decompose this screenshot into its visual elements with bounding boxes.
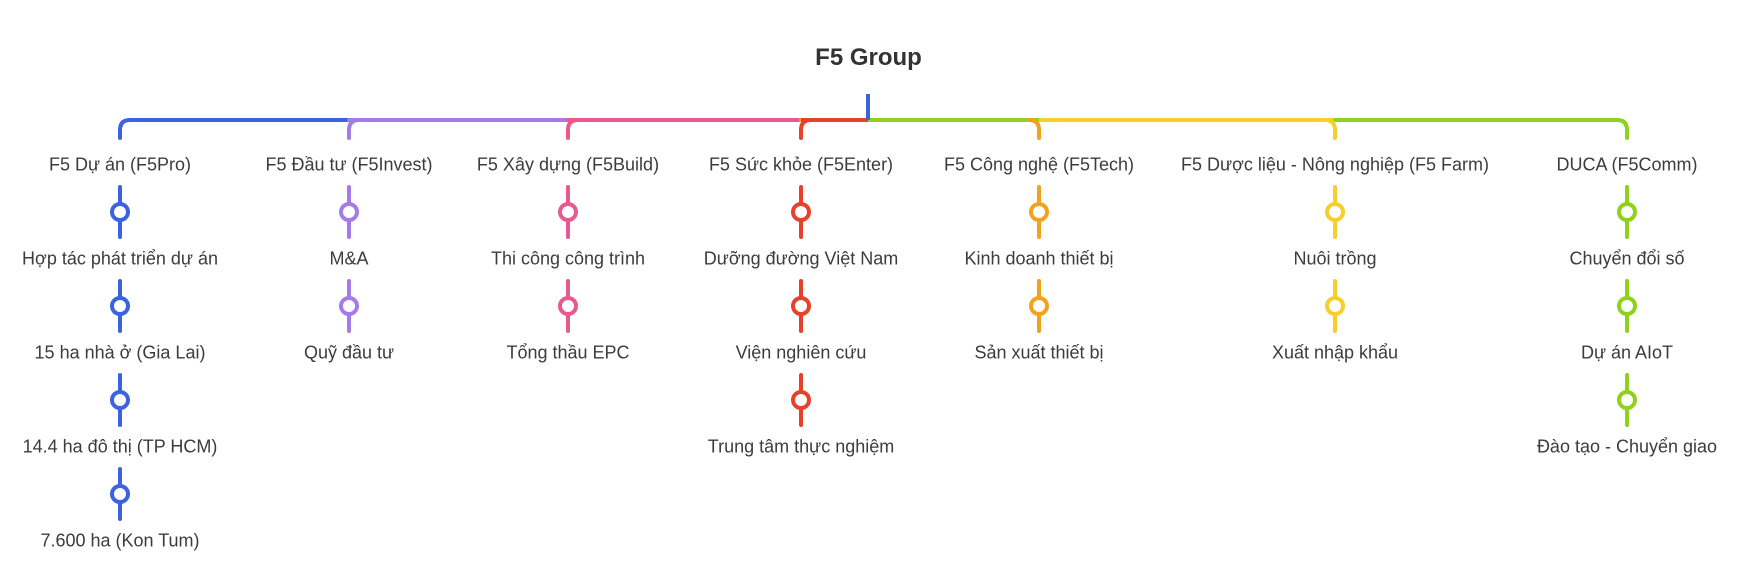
branch-label: DUCA (F5Comm) xyxy=(1556,154,1698,175)
branch-label: F5 Xây dựng (F5Build) xyxy=(476,154,660,175)
item-label: Dự án AIoT xyxy=(1580,342,1674,363)
item-node-dot xyxy=(1325,296,1345,316)
item-label: Kinh doanh thiết bị xyxy=(964,248,1114,269)
branch-label: F5 Công nghệ (F5Tech) xyxy=(943,154,1135,175)
item-node-dot xyxy=(1029,202,1049,222)
item-label: Đào tạo - Chuyển giao xyxy=(1536,436,1718,457)
item-label: Xuất nhập khẩu xyxy=(1271,342,1399,363)
item-node-dot xyxy=(1325,202,1345,222)
item-node-dot xyxy=(1617,296,1637,316)
branch-connector xyxy=(1615,118,1629,140)
item-label: Tổng thầu EPC xyxy=(506,342,630,363)
item-node-dot xyxy=(791,390,811,410)
item-label: Viện nghiên cứu xyxy=(735,342,867,363)
item-label: Dưỡng đường Việt Nam xyxy=(703,248,899,269)
item-label: Quỹ đầu tư xyxy=(303,342,395,363)
branch-connector xyxy=(347,118,361,140)
branch-connector xyxy=(799,118,813,140)
item-label: 15 ha nhà ở (Gia Lai) xyxy=(34,342,206,363)
item-label: M&A xyxy=(329,248,369,269)
branch-connector xyxy=(1027,118,1041,140)
item-node-dot xyxy=(558,202,578,222)
item-node-dot xyxy=(1617,390,1637,410)
item-node-dot xyxy=(110,484,130,504)
item-label: 7.600 ha (Kon Tum) xyxy=(40,530,200,551)
item-node-dot xyxy=(791,296,811,316)
item-node-dot xyxy=(110,390,130,410)
item-node-dot xyxy=(1617,202,1637,222)
branch-connector xyxy=(566,118,580,140)
item-node-dot xyxy=(110,296,130,316)
item-node-dot xyxy=(1029,296,1049,316)
item-label: Thi công công trình xyxy=(490,248,646,269)
branch-label: F5 Sức khỏe (F5Enter) xyxy=(708,154,894,175)
item-label: Hợp tác phát triển dự án xyxy=(22,248,218,269)
item-label: Nuôi trồng xyxy=(1293,248,1377,269)
item-node-dot xyxy=(558,296,578,316)
branch-label: F5 Dự án (F5Pro) xyxy=(48,154,192,175)
item-label: 14.4 ha đô thị (TP HCM) xyxy=(22,436,218,457)
branch-connector xyxy=(1323,118,1337,140)
item-node-dot xyxy=(791,202,811,222)
item-label: Trung tâm thực nghiệm xyxy=(707,436,895,457)
branch-label: F5 Dược liệu - Nông nghiệp (F5 Farm) xyxy=(1181,154,1489,175)
item-label: Chuyển đổi số xyxy=(1569,248,1685,269)
item-label: Sản xuất thiết bị xyxy=(974,342,1104,363)
root-node-label: F5 Group xyxy=(815,44,922,71)
item-node-dot xyxy=(339,202,359,222)
branch-connector xyxy=(118,118,132,140)
item-node-dot xyxy=(339,296,359,316)
item-node-dot xyxy=(110,202,130,222)
branch-label: F5 Đầu tư (F5Invest) xyxy=(265,154,433,175)
